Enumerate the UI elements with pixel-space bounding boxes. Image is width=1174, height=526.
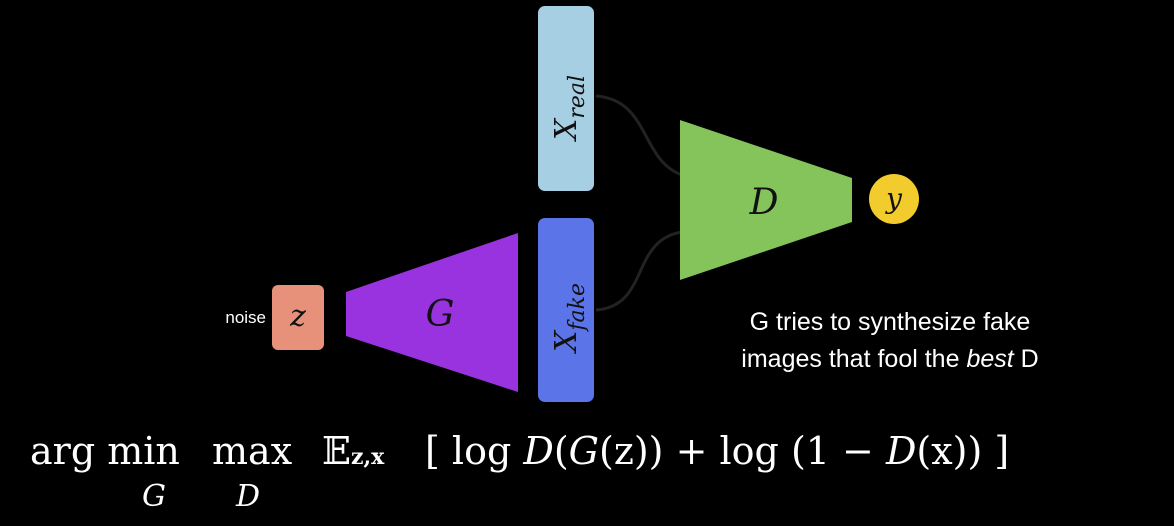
output-label: y [884, 182, 903, 215]
z-box [272, 285, 324, 350]
noise-label: noise [225, 308, 266, 327]
x-fake-label: Xfake [549, 283, 590, 354]
generator-label: G [426, 294, 455, 335]
x-real-sub: real [565, 75, 590, 119]
z-label: z [289, 299, 306, 334]
x-real-label: Xreal [549, 75, 590, 142]
caption-line-1: G tries to synthesize fake [749, 308, 1031, 336]
generator-trapezoid [346, 233, 518, 392]
expectation-subscript: z,x [350, 444, 385, 470]
discriminator-label: D [749, 182, 779, 223]
caption: G tries to synthesize fake images that f… [660, 304, 1120, 378]
caption-line-2-end: D [1013, 345, 1039, 373]
d-symbol-1: D [523, 429, 554, 473]
objective-expression: [ log D(G(z)) + log (1 − D(x)) ] [425, 428, 1009, 474]
caption-line-2: images that fool the best D [660, 341, 1120, 378]
x-fake-main: X [549, 329, 584, 354]
output-circle [869, 174, 919, 224]
max-subscript: D [236, 479, 261, 514]
objective-formula: arg min G max D 𝔼z,x [ log D(G(z)) + log… [30, 428, 1150, 524]
x-real-box [538, 6, 594, 191]
paren-open: ( [553, 429, 569, 473]
max-operator: max [212, 429, 293, 473]
g-symbol: G [568, 429, 600, 473]
caption-line-2-start: images that fool the [741, 345, 967, 373]
plus-log-term: + log (1 − [663, 429, 886, 473]
log-term-1: log [451, 429, 524, 473]
fake-to-d-connector [595, 230, 683, 312]
discriminator-trapezoid [680, 120, 852, 280]
min-subscript: G [142, 479, 166, 514]
expectation-symbol: 𝔼 [322, 429, 351, 473]
x-real-main: X [549, 117, 584, 142]
argmin-operator: arg min [30, 429, 180, 473]
real-to-d-connector [595, 94, 683, 177]
close-bracket: ] [994, 429, 1010, 473]
open-bracket: [ [425, 429, 440, 473]
expectation: 𝔼z,x [322, 428, 384, 480]
x-fake-sub: fake [565, 283, 590, 333]
x-argument: (x)) [916, 429, 995, 473]
z-argument: (z)) [599, 429, 664, 473]
d-symbol-2: D [885, 429, 917, 473]
x-fake-box [538, 218, 594, 402]
caption-emphasis: best [966, 345, 1014, 373]
